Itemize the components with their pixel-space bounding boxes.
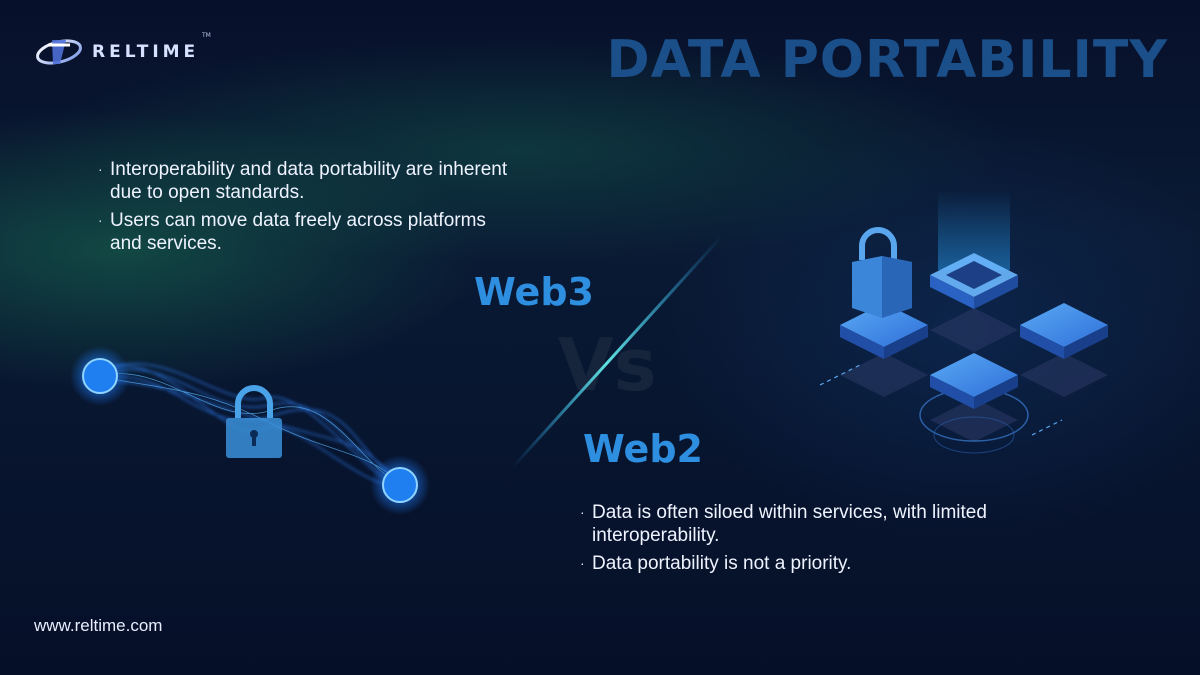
web3-bullet-item: · Interoperability and data portability … bbox=[98, 158, 518, 204]
bullet-dot: · bbox=[580, 555, 585, 571]
page-title: DATA PORTABILITY bbox=[606, 30, 1168, 90]
web2-heading: Web2 bbox=[583, 427, 703, 471]
web2-bullet-item: · Data portability is not a priority. bbox=[580, 552, 1040, 575]
vs-divider: Vs bbox=[510, 234, 724, 470]
bullet-dot: · bbox=[580, 504, 585, 520]
padlock-icon bbox=[852, 227, 912, 318]
web3-bullet-list: · Interoperability and data portability … bbox=[98, 158, 518, 260]
isometric-data-blocks-padlock-icon bbox=[819, 190, 1108, 454]
divider-slash bbox=[510, 234, 724, 470]
padlock-icon bbox=[226, 385, 282, 458]
web2-bullet-text: Data is often siloed within services, wi… bbox=[592, 502, 987, 546]
vs-label: Vs bbox=[558, 323, 657, 407]
web2-bullet-list: · Data is often siloed within services, … bbox=[580, 501, 1040, 580]
web3-heading: Web3 bbox=[474, 270, 594, 314]
web3-bullet-item: · Users can move data freely across plat… bbox=[98, 209, 518, 255]
website-url[interactable]: www.reltime.com bbox=[34, 616, 163, 635]
web3-bullet-text: Interoperability and data portability ar… bbox=[110, 159, 508, 203]
web2-bullet-text: Data portability is not a priority. bbox=[592, 553, 852, 574]
brand-logo: RELTIME TM bbox=[34, 32, 211, 68]
trademark-mark: TM bbox=[202, 32, 211, 39]
connected-padlock-wave-icon bbox=[70, 346, 430, 515]
brand-name: RELTIME bbox=[92, 42, 200, 62]
web3-bullet-text: Users can move data freely across platfo… bbox=[110, 210, 486, 254]
reltime-logo-icon bbox=[36, 39, 82, 65]
bullet-dot: · bbox=[98, 161, 103, 177]
web2-bullet-item: · Data is often siloed within services, … bbox=[580, 501, 1040, 547]
bullet-dot: · bbox=[98, 212, 103, 228]
